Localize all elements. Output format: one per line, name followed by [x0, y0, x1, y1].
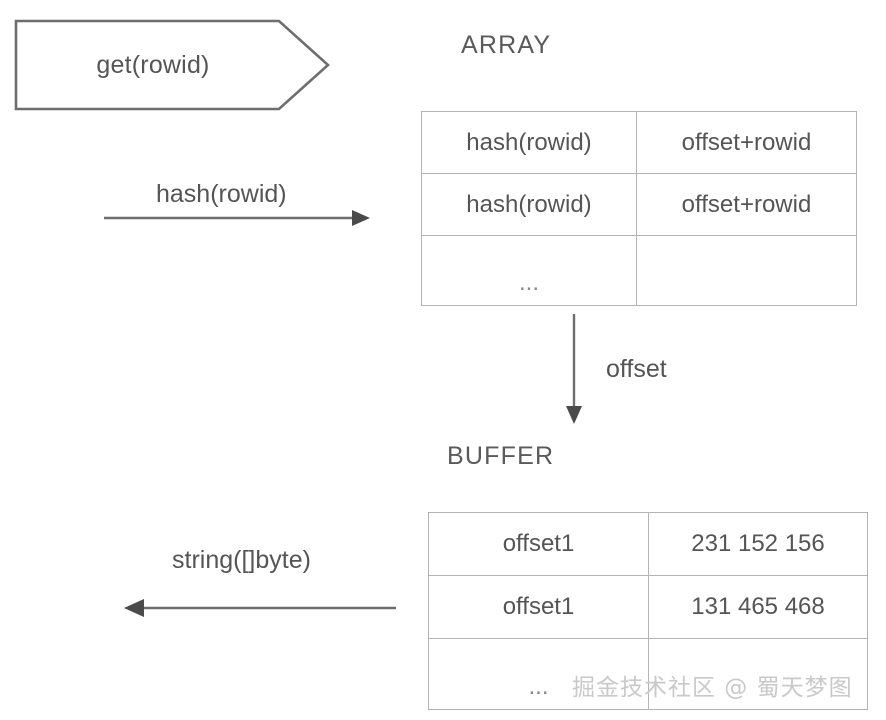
- buffer-cell-value: 131 465 468: [648, 575, 868, 639]
- buffer-cell-key: offset1: [428, 575, 649, 639]
- array-cell-value: offset+rowid: [636, 111, 857, 174]
- buffer-cell-key: ...: [428, 638, 649, 710]
- buffer-table: offset1 231 152 156 offset1 131 465 468 …: [428, 512, 868, 710]
- array-cell-key: hash(rowid): [421, 173, 637, 236]
- table-row: offset1 131 465 468: [428, 575, 868, 639]
- array-cell-key: ...: [421, 235, 637, 306]
- hash-connector-label: hash(rowid): [156, 180, 287, 208]
- string-connector-arrow: [120, 590, 396, 630]
- array-cell-key: hash(rowid): [421, 111, 637, 174]
- table-row: ...: [421, 235, 857, 306]
- table-row: ...: [428, 638, 868, 710]
- buffer-cell-key: offset1: [428, 512, 649, 576]
- table-row: offset1 231 152 156: [428, 512, 868, 576]
- chevron-outline-icon: [14, 19, 330, 111]
- buffer-heading: BUFFER: [447, 442, 555, 470]
- offset-connector-arrow: [556, 314, 596, 428]
- offset-connector-label: offset: [606, 355, 667, 383]
- arrow-left-icon: [124, 599, 396, 617]
- entry-chevron-shape: get(rowid): [14, 19, 330, 111]
- hash-connector-arrow: [104, 200, 374, 240]
- arrow-right-icon: [104, 210, 370, 226]
- buffer-cell-value: 231 152 156: [648, 512, 868, 576]
- table-row: hash(rowid) offset+rowid: [421, 173, 857, 236]
- string-connector-label: string([]byte): [172, 546, 311, 574]
- buffer-cell-value: [648, 638, 868, 710]
- array-heading: ARRAY: [461, 31, 552, 59]
- array-cell-value: [636, 235, 857, 306]
- array-cell-value: offset+rowid: [636, 173, 857, 236]
- array-table: hash(rowid) offset+rowid hash(rowid) off…: [421, 111, 857, 306]
- entry-chevron-label: get(rowid): [96, 50, 210, 79]
- table-row: hash(rowid) offset+rowid: [421, 111, 857, 174]
- arrow-down-icon: [566, 314, 582, 424]
